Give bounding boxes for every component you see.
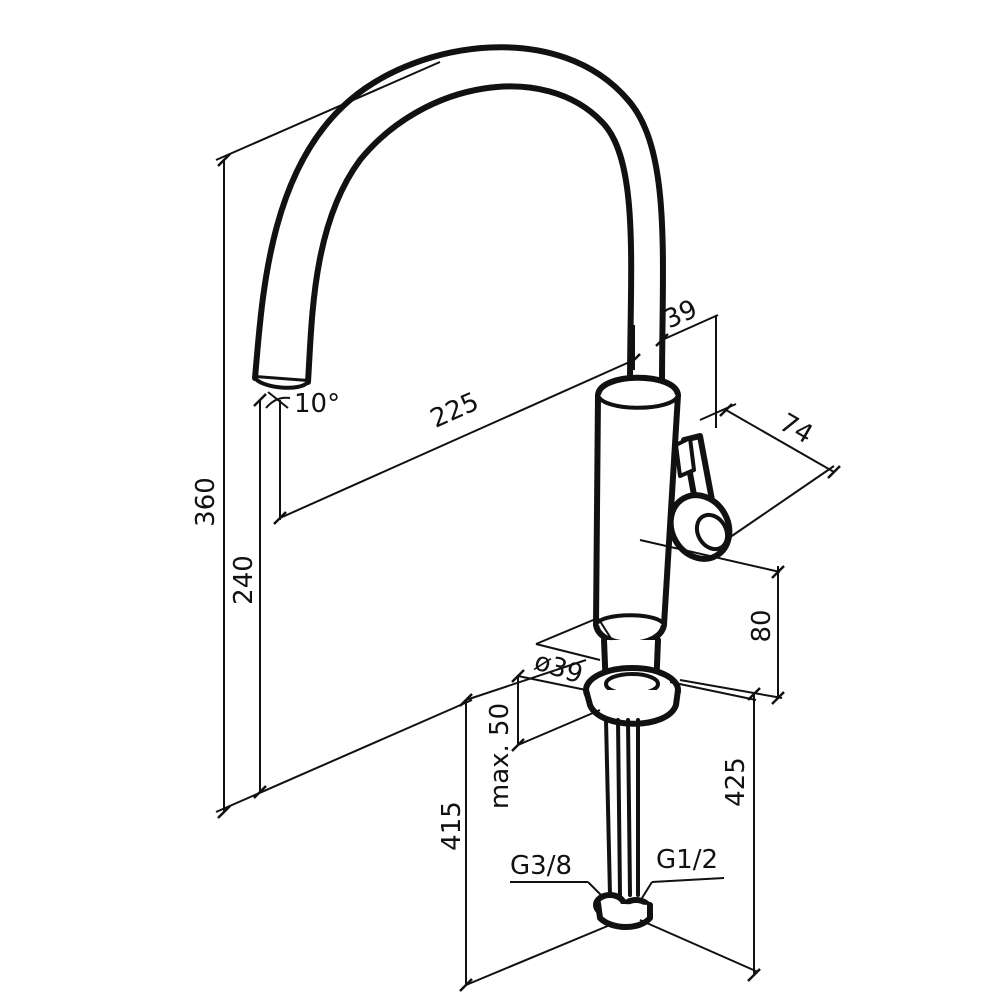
faucet-body-top-ellipse	[596, 393, 680, 410]
label-spout-diameter: 39	[660, 294, 702, 335]
base-ring-side	[583, 687, 681, 727]
handle-connector	[674, 436, 696, 478]
dimension-lines	[215, 61, 841, 992]
hose-nut-body	[595, 900, 653, 930]
hose-left-2	[616, 718, 622, 897]
label-handle-depth: 74	[774, 408, 818, 451]
label-connection-left: G3/8	[510, 851, 572, 881]
faucet-body	[593, 374, 681, 647]
faucet-body-bottom-ellipse	[594, 613, 666, 627]
label-spout-angle: 10°	[294, 389, 340, 419]
label-hose-right: 425	[721, 757, 751, 807]
label-max-deck: max. 50	[485, 703, 515, 809]
label-connection-right: G1/2	[656, 845, 718, 875]
label-spout-reach: 225	[426, 387, 484, 435]
hose-right	[626, 718, 632, 897]
label-spout-height: 240	[229, 555, 259, 605]
label-base-diameter: ø39	[531, 647, 587, 691]
hose-left	[604, 718, 612, 897]
faucet-outline	[252, 44, 733, 930]
label-hose-left: 415	[437, 801, 467, 851]
label-handle-height: 80	[747, 609, 777, 642]
spout-tube	[252, 44, 666, 388]
spout-outlet	[253, 376, 310, 390]
label-overall-height: 360	[191, 477, 221, 527]
handle-knob-face	[694, 512, 730, 552]
